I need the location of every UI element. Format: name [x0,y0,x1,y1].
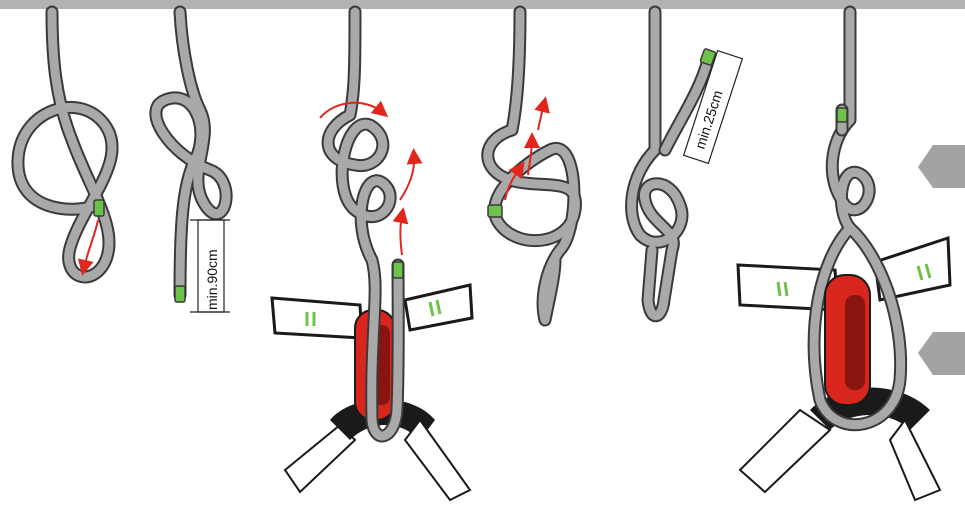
step-5-dressed-knot: min.25cm [632,12,743,316]
min-length-label: min.90cm [204,249,220,310]
step-4-retrace [488,12,576,320]
rope-end-tip-icon [393,262,403,278]
rope-end-tip-icon [175,286,185,302]
rope-end-tip-icon [488,205,502,217]
step-1-loop [18,12,112,277]
side-tab-lower [918,332,965,375]
step-6-tied-in [738,12,950,500]
rope-end-tip-icon [837,108,847,122]
red-direction-arrow [84,220,98,268]
leg-strap-left [272,298,362,338]
rope-end-tip-icon [94,200,104,216]
step-2-figure-eight: min.90cm [156,12,230,312]
side-tab-upper [918,145,965,188]
step-3-thread-harness [272,12,472,500]
measure-bracket-90cm: min.90cm [190,220,230,312]
